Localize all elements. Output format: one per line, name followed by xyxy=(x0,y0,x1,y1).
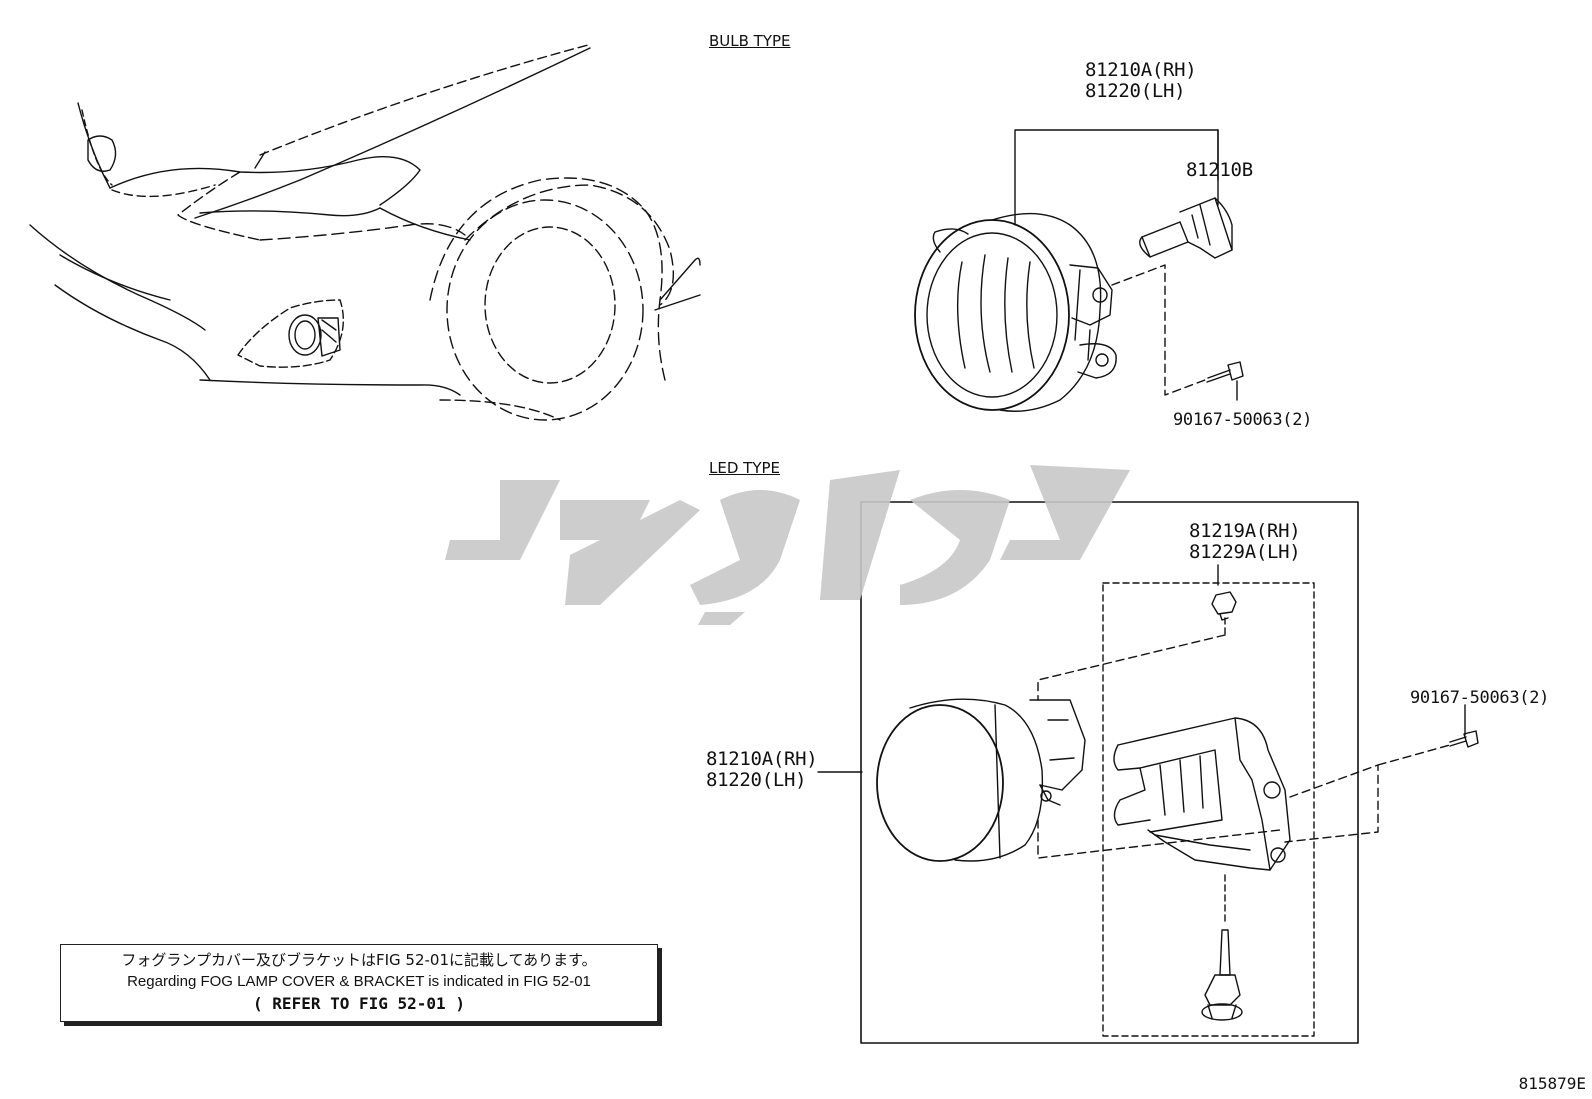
part-label-bracket-lh: 81229A(LH) xyxy=(1189,541,1301,563)
note-reference: ( REFER TO FIG 52-01 ) xyxy=(253,994,465,1013)
bulb-type-assembly xyxy=(914,129,1244,412)
part-label-fog-lamp-rh: 81210A(RH) xyxy=(1085,59,1197,81)
reference-note: フォグランプカバー及びブラケットはFIG 52-01に記載してあります。 Reg… xyxy=(60,944,658,1022)
part-label-screw-bulb: 90167-50063(2) xyxy=(1173,410,1313,430)
part-label-led-fog-lamp-rh: 81210A(RH) xyxy=(706,748,818,770)
part-label-bulb: 81210B xyxy=(1186,159,1253,181)
drawing-code: 815879E xyxy=(1518,1074,1586,1093)
part-label-fog-lamp-lh: 81220(LH) xyxy=(1085,80,1186,102)
note-japanese: フォグランプカバー及びブラケットはFIG 52-01に記載してあります。 xyxy=(121,951,597,969)
note-english: Regarding FOG LAMP COVER & BRACKET is in… xyxy=(127,973,591,990)
led-type-assembly xyxy=(817,501,1479,1044)
part-label-led-fog-lamp-lh: 81220(LH) xyxy=(706,769,807,791)
part-label-bracket-rh: 81219A(RH) xyxy=(1189,520,1301,542)
part-label-screw-led: 90167-50063(2) xyxy=(1410,688,1550,708)
watermark-logo xyxy=(445,465,1130,625)
section-header-led-type: LED TYPE xyxy=(709,459,781,477)
vehicle-front-illustration xyxy=(29,44,701,421)
section-header-bulb-type: BULB TYPE xyxy=(709,32,791,50)
